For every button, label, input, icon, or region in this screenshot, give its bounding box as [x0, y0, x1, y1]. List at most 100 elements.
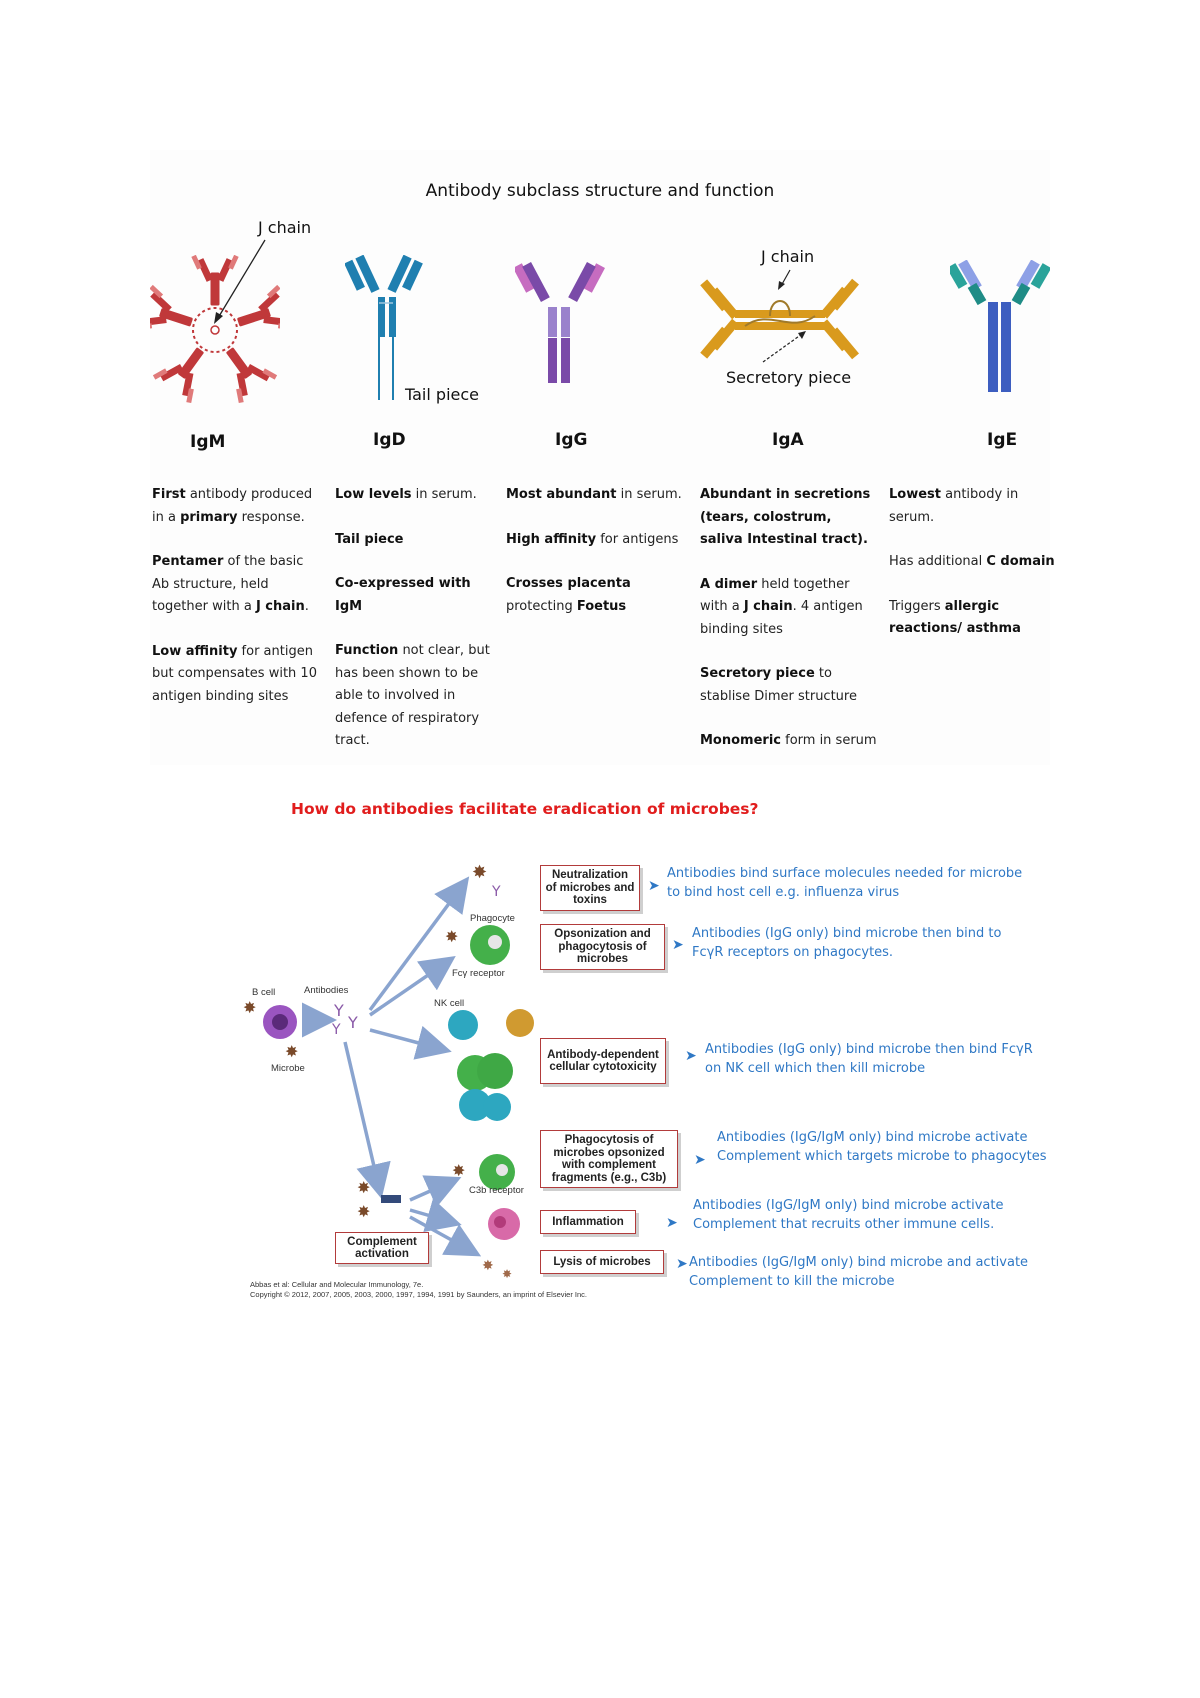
igm-point-1-run-1: First [152, 487, 186, 502]
igg-name: IgG [555, 430, 588, 450]
neutralization-box: Neutralization of microbes and toxins [540, 865, 640, 911]
note-pointer-6: ➤ [676, 1256, 688, 1272]
igd-point-3-run-1: Co-expressed with IgM [335, 576, 471, 614]
lysis-box: Lysis of microbes [540, 1250, 664, 1274]
iga-point-1-run-1: Abundant in secretions (tears, colostrum… [700, 487, 871, 547]
igd-name: IgD [373, 430, 406, 450]
igm-point-3-run-1: Low affinity [152, 643, 238, 659]
igm-point-2-run-2: of the basic Ab structure, held together… [152, 554, 304, 614]
phagocyte-label: Phagocyte [470, 913, 515, 924]
neutralized-microbe-icon: ✸ Y [472, 862, 501, 900]
note-pointer-3: ➤ [685, 1048, 697, 1064]
igm-j-chain-pointer [214, 239, 266, 324]
complement-microbes-icon: ✸ ✸ [357, 1178, 401, 1221]
antibody-structure-panel [150, 150, 1050, 765]
igm-description: First antibody produced in a primary res… [152, 484, 322, 730]
igg-point-1-run-1: Most abundant [506, 487, 617, 502]
svg-text:Y: Y [331, 1022, 341, 1038]
neutralization-note: Antibodies bind surface molecules needed… [667, 866, 1023, 900]
inflammation-note: Antibodies (IgG/IgM only) bind microbe a… [693, 1198, 1004, 1232]
ige-point-2-run-1: Has additional [889, 554, 987, 569]
igd-point-2: Tail piece [335, 529, 490, 552]
iga-secretory-piece-label: Secretory piece [726, 368, 852, 387]
ige-point-3: Triggers allergic reactions/ asthma [889, 596, 1061, 641]
igg-point-3-run-2: protecting [506, 598, 577, 614]
ige-point-1-run-2: antibody in serum. [889, 487, 1019, 525]
complement-phagocytosis-note: Antibodies (IgG/IgM only) bind microbe a… [717, 1130, 1047, 1164]
iga-j-chain-pointer [778, 269, 791, 290]
iga-point-2-run-3: J chain [743, 599, 793, 614]
igm-j-chain-label: J chain [258, 218, 312, 237]
adcc-box: Antibody-dependent cellular cytotoxicity [540, 1038, 666, 1084]
igd-point-1-run-1: Low levels [335, 487, 412, 502]
igd-monomer-diagram [345, 255, 423, 400]
svg-text:Y: Y [333, 1001, 344, 1020]
ige-point-2-run-2: C domain [986, 554, 1055, 569]
igm-pentamer-diagram [150, 255, 280, 405]
c3b-phagocyte-icon: ✸ [452, 1154, 515, 1190]
ige-point-1-run-1: Lowest [889, 487, 941, 502]
iga-point-2: A dimer held together with a J chain. 4 … [700, 574, 878, 642]
igd-point-1: Low levels in serum. [335, 484, 490, 507]
svg-text:✸: ✸ [243, 998, 256, 1017]
igg-monomer-diagram [515, 262, 605, 383]
igg-point-2-run-1: High affinity [506, 531, 597, 547]
igm-point-1-run-4: response. [237, 509, 305, 525]
ige-point-3-run-1: Triggers [889, 598, 945, 614]
svg-text:Y: Y [491, 884, 501, 900]
svg-text:✸: ✸ [472, 862, 487, 883]
ige-monomer-diagram [950, 260, 1050, 392]
c3b-receptor-label: C3b receptor [469, 1185, 524, 1196]
svg-text:Y: Y [347, 1013, 358, 1032]
svg-text:✸: ✸ [357, 1178, 370, 1197]
igg-point-1: Most abundant in serum. [506, 484, 686, 507]
iga-j-chain-label: J chain [761, 247, 815, 266]
iga-dimer-diagram [700, 278, 859, 360]
inflammation-box: Inflammation [540, 1210, 636, 1234]
igg-point-1-run-2: in serum. [616, 487, 682, 502]
iga-point-2-run-2: held together with a [700, 576, 850, 615]
igm-point-1-run-3: primary [180, 509, 238, 525]
phagocyte-icon: ✸ [445, 925, 510, 965]
b-cell-icon: ✸ ✸ [243, 998, 298, 1061]
iga-point-2-run-4: . 4 antigen binding sites [700, 599, 863, 637]
lysed-microbes-icon: ✸ ✸ [482, 1258, 512, 1281]
igm-point-1: First antibody produced in a primary res… [152, 484, 322, 529]
nk-cell-cluster-icon [448, 1009, 534, 1121]
complement-activation-box: Complement activation [335, 1232, 429, 1264]
ige-point-1: Lowest antibody in serum. [889, 484, 1061, 529]
igm-point-3: Low affinity for antigen but compensates… [152, 641, 322, 709]
nk-cell-label: NK cell [434, 998, 465, 1009]
igm-name: IgM [190, 432, 226, 452]
igg-description: Most abundant in serum. High affinity for… [506, 484, 686, 640]
igd-tail-piece-label: Tail piece [405, 385, 479, 404]
igd-point-3: Co-expressed with IgM [335, 573, 490, 618]
svg-text:✸: ✸ [445, 927, 458, 946]
iga-name: IgA [772, 430, 804, 450]
igg-point-3-run-1: Crosses placenta [506, 576, 631, 591]
igg-point-2-run-2: for antigens [596, 531, 679, 547]
note-pointer-4: ➤ [694, 1152, 706, 1168]
iga-point-1: Abundant in secretions (tears, colostrum… [700, 484, 878, 552]
ige-name: IgE [987, 430, 1018, 450]
ige-description: Lowest antibody in serum. Has additional … [889, 484, 1061, 663]
igm-point-2-run-1: Pentamer [152, 554, 224, 569]
igd-point-4-run-1: Function [335, 643, 399, 658]
citation-line-2: Copyright © 2012, 2007, 2005, 2003, 2000… [250, 1290, 588, 1299]
antibodies-icon: Y Y Y [331, 1001, 358, 1038]
svg-text:✸: ✸ [285, 1042, 298, 1061]
b-cell-label: B cell [252, 987, 276, 998]
igm-point-2-run-3: J chain [255, 599, 305, 614]
igg-point-3: Crosses placenta protecting Foetus [506, 573, 686, 618]
iga-secretory-pointer [762, 331, 806, 363]
iga-point-4-run-2: form in serum [781, 733, 877, 748]
igm-point-3-run-2: for antigen but compensates with 10 anti… [152, 643, 317, 704]
fc-receptor-label: Fcγ receptor [452, 968, 505, 979]
ige-point-2: Has additional C domain [889, 551, 1061, 574]
pathway-arrows [302, 876, 482, 1257]
svg-text:✸: ✸ [502, 1267, 512, 1281]
citation-line-1: Abbas et al: Cellular and Molecular Immu… [250, 1280, 424, 1289]
note-pointer-2: ➤ [672, 937, 684, 953]
iga-point-4-run-1: Monomeric [700, 733, 781, 748]
antibodies-label: Antibodies [304, 985, 349, 996]
